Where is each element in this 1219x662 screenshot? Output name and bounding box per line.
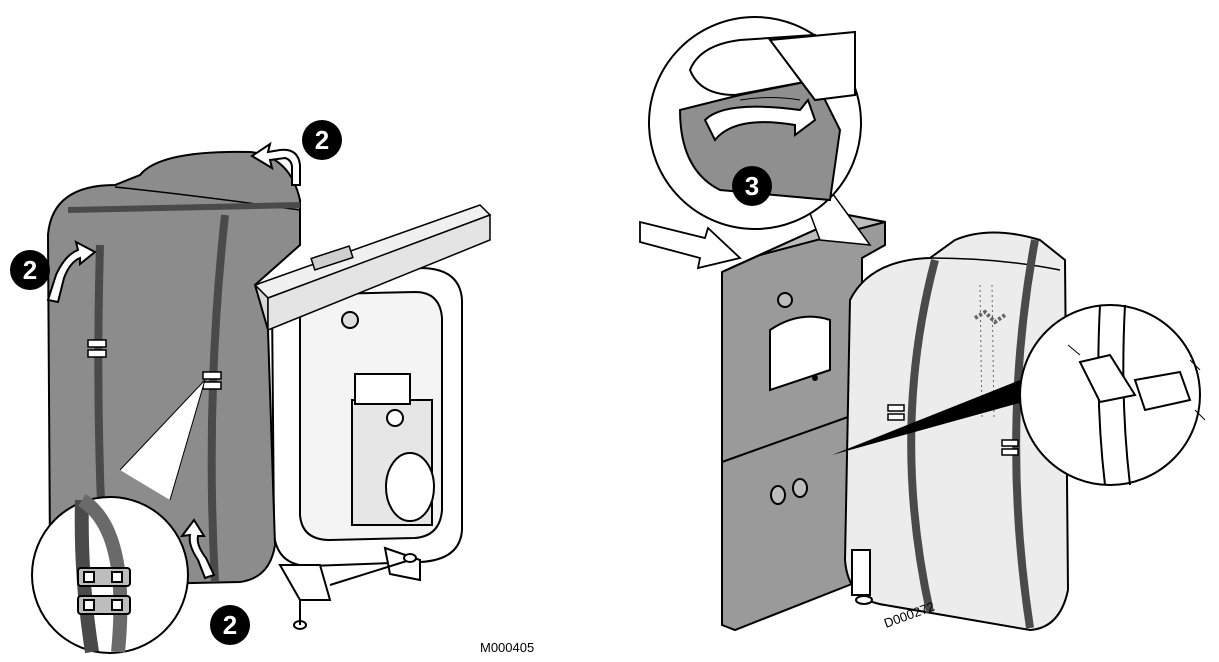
- magnifier-callout-icon: [1019, 304, 1206, 486]
- step-badge: 3: [732, 166, 772, 206]
- arrow-icon: [46, 141, 301, 580]
- step-badge-label: 2: [315, 125, 329, 155]
- boiler-frame: [270, 266, 463, 630]
- step-badge: 2: [210, 605, 250, 645]
- strap-clip-icon: [887, 404, 1019, 456]
- step-badge-label: 2: [23, 255, 37, 285]
- reference-code: M000405: [480, 640, 534, 655]
- left-figure: 2 2 2 M000405: [10, 120, 534, 655]
- step-badge-label: 2: [223, 610, 237, 640]
- right-figure: 3 D000272: [639, 16, 1206, 632]
- strap-middle: [207, 214, 229, 583]
- step-badge: 2: [302, 120, 342, 160]
- insulation-jacket-light: [843, 231, 1070, 632]
- magnifier-callout-icon: [31, 379, 206, 654]
- step-badge: 2: [10, 250, 50, 290]
- arrow-icon: [639, 220, 742, 270]
- strap-top: [67, 202, 301, 213]
- magnifier-callout-icon: [648, 16, 862, 230]
- step-badge-label: 3: [745, 171, 759, 201]
